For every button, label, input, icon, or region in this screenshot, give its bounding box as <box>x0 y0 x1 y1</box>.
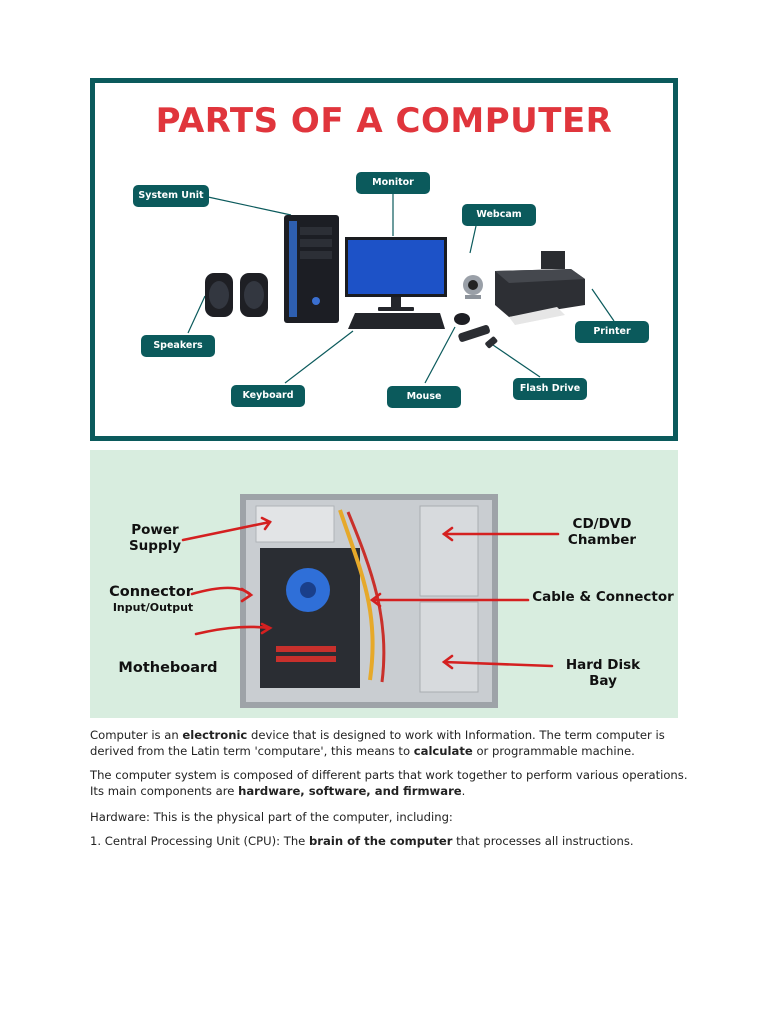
label-cd-dvd-line2: Chamber <box>567 532 637 548</box>
label-power-supply: Power Supply <box>120 522 190 554</box>
keyboard-image <box>348 313 445 329</box>
p1-bold-calculate: calculate <box>413 744 473 758</box>
monitor-image <box>345 237 447 311</box>
label-cable-connector: Cable & Connector <box>532 589 674 605</box>
label-connector-sub: Input/Output <box>112 601 194 614</box>
paragraph-hardware: Hardware: This is the physical part of t… <box>90 810 453 824</box>
label-monitor: Monitor <box>356 172 430 194</box>
paragraph-cpu: 1. Central Processing Unit (CPU): The br… <box>90 833 690 849</box>
p1-bold-electronic: electronic <box>182 728 248 742</box>
webcam-image <box>463 275 483 299</box>
p1-text-c: device that is designed to work with Inf… <box>90 728 665 758</box>
label-webcam: Webcam <box>462 204 536 226</box>
p4-text-a: 1. Central Processing Unit (CPU): The <box>90 834 309 848</box>
paragraph-components: The computer system is composed of diffe… <box>90 767 690 799</box>
computer-case-figure: Power Supply Connector Input/Output Moth… <box>90 450 678 718</box>
paragraph-definition: Computer is an electronic device that is… <box>90 727 690 759</box>
computer-case-illustration <box>181 494 560 708</box>
label-keyboard: Keyboard <box>231 385 305 407</box>
p2-bold-components: hardware, software, and firmware <box>238 784 462 798</box>
p1-text-e: or programmable machine. <box>472 744 635 758</box>
label-cd-dvd-chamber: CD/DVD Chamber <box>560 516 644 548</box>
label-connector: Connector <box>109 584 193 600</box>
mouse-image <box>454 313 470 325</box>
p4-bold-brain: brain of the computer <box>309 834 453 848</box>
label-speakers: Speakers <box>141 335 215 357</box>
system-unit-image <box>284 215 339 323</box>
p1-text-a: Computer is an <box>90 728 183 742</box>
speakers-image <box>205 273 268 317</box>
p2-text-a: The computer system is composed of diffe… <box>90 768 688 798</box>
flash-drive-image <box>458 325 498 349</box>
figure-title: PARTS OF A COMPUTER <box>155 101 613 141</box>
label-power-supply-line2: Supply <box>128 538 182 554</box>
label-power-supply-line1: Power <box>131 522 179 538</box>
p4-text-c: that processes all instructions. <box>452 834 634 848</box>
computer-parts-illustration <box>187 194 615 384</box>
label-flash-drive: Flash Drive <box>513 378 587 400</box>
printer-image <box>495 251 585 325</box>
p2-text-c: . <box>461 784 466 798</box>
label-system-unit: System Unit <box>133 185 209 207</box>
label-hard-disk-bay: Hard Disk Bay <box>565 657 641 689</box>
label-mouse: Mouse <box>387 386 461 408</box>
label-printer: Printer <box>575 321 649 343</box>
label-cd-dvd-line1: CD/DVD <box>572 516 632 532</box>
parts-of-computer-figure: PARTS OF A COMPUTER <box>90 78 678 441</box>
label-motherboard: Motheboard <box>118 660 218 676</box>
